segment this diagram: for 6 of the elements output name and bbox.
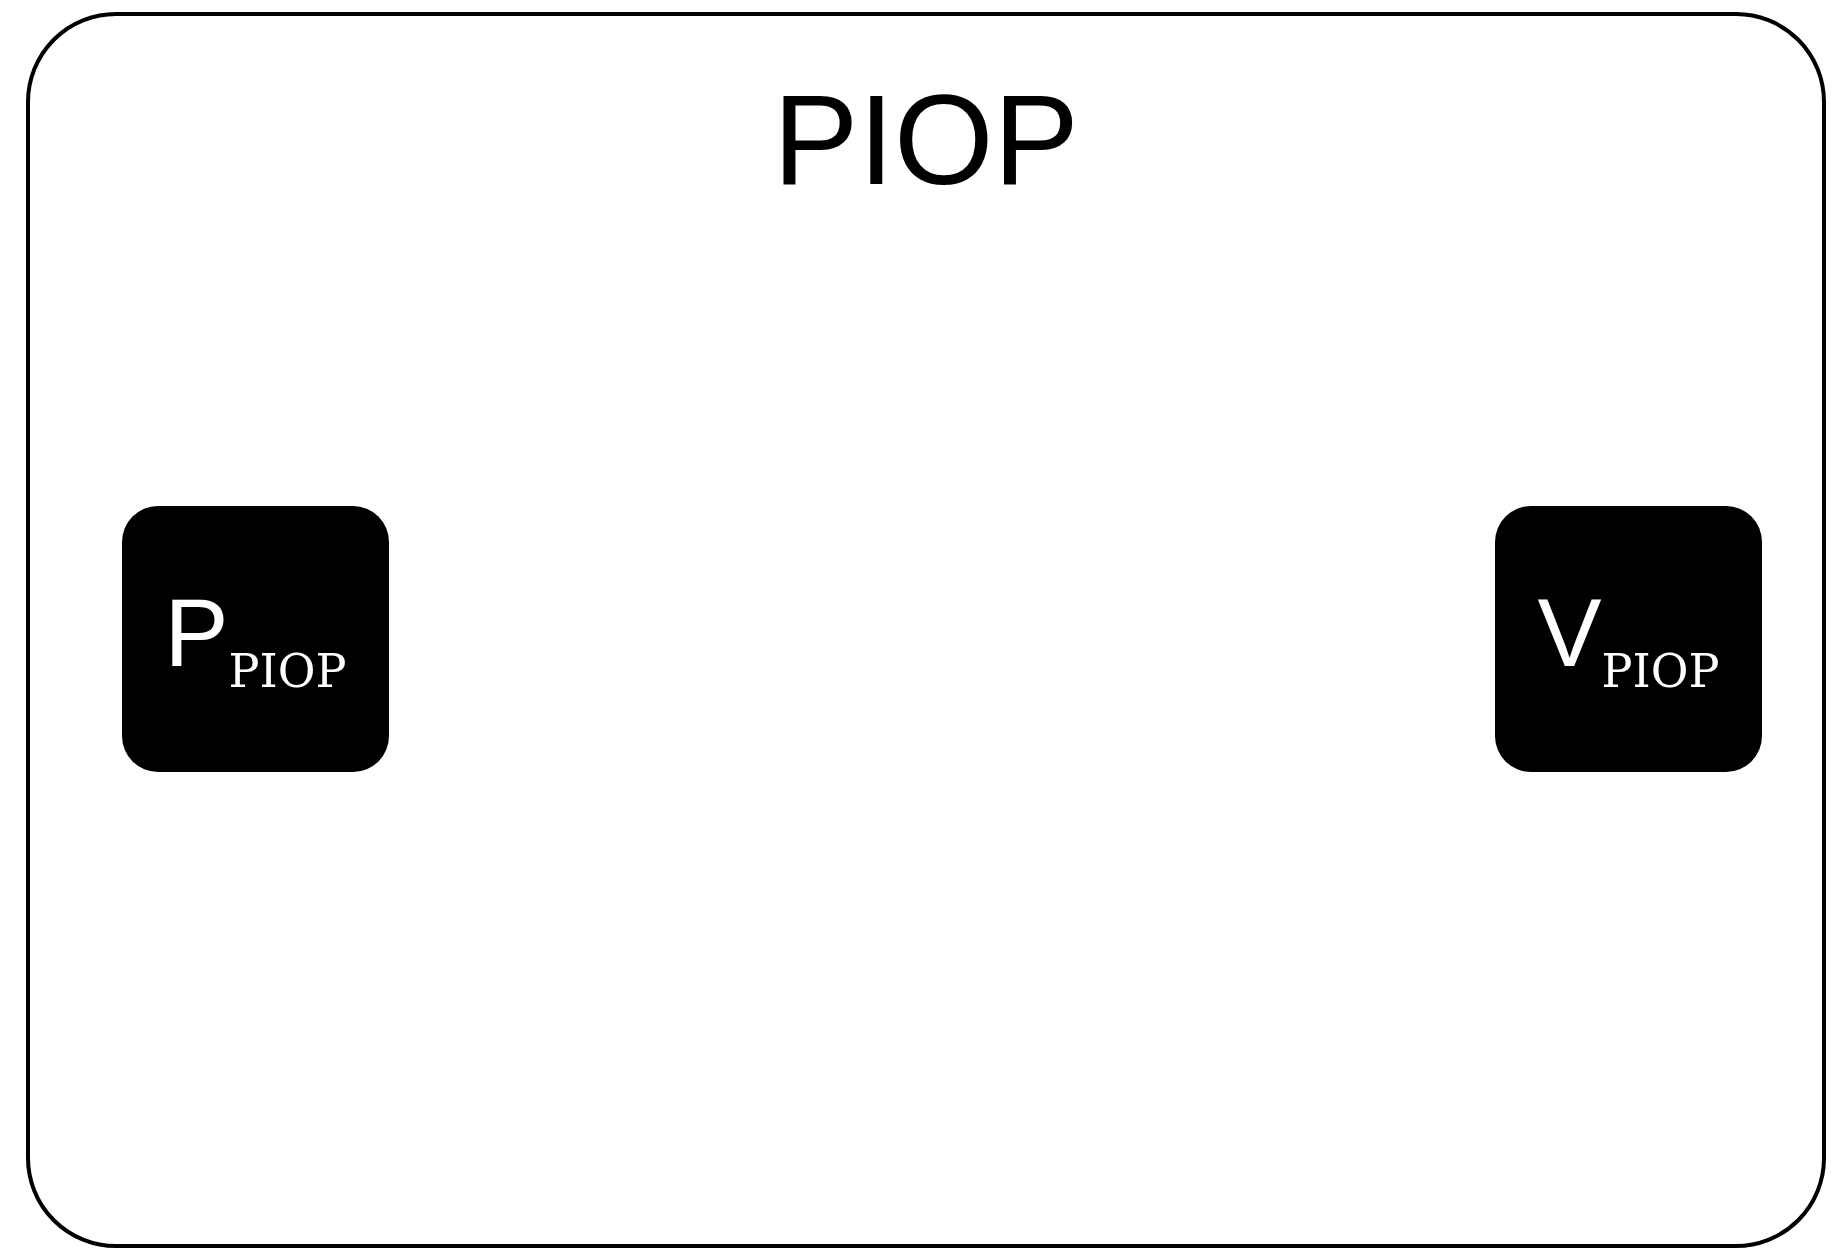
group-title: PIOP (773, 68, 1079, 211)
group-box (26, 12, 1826, 1248)
box-label: V$_{PIOP}$ (1537, 584, 1720, 694)
process-box (122, 506, 389, 772)
process-box (1495, 506, 1762, 772)
box-label: P$_{PIOP}$ (164, 584, 347, 694)
